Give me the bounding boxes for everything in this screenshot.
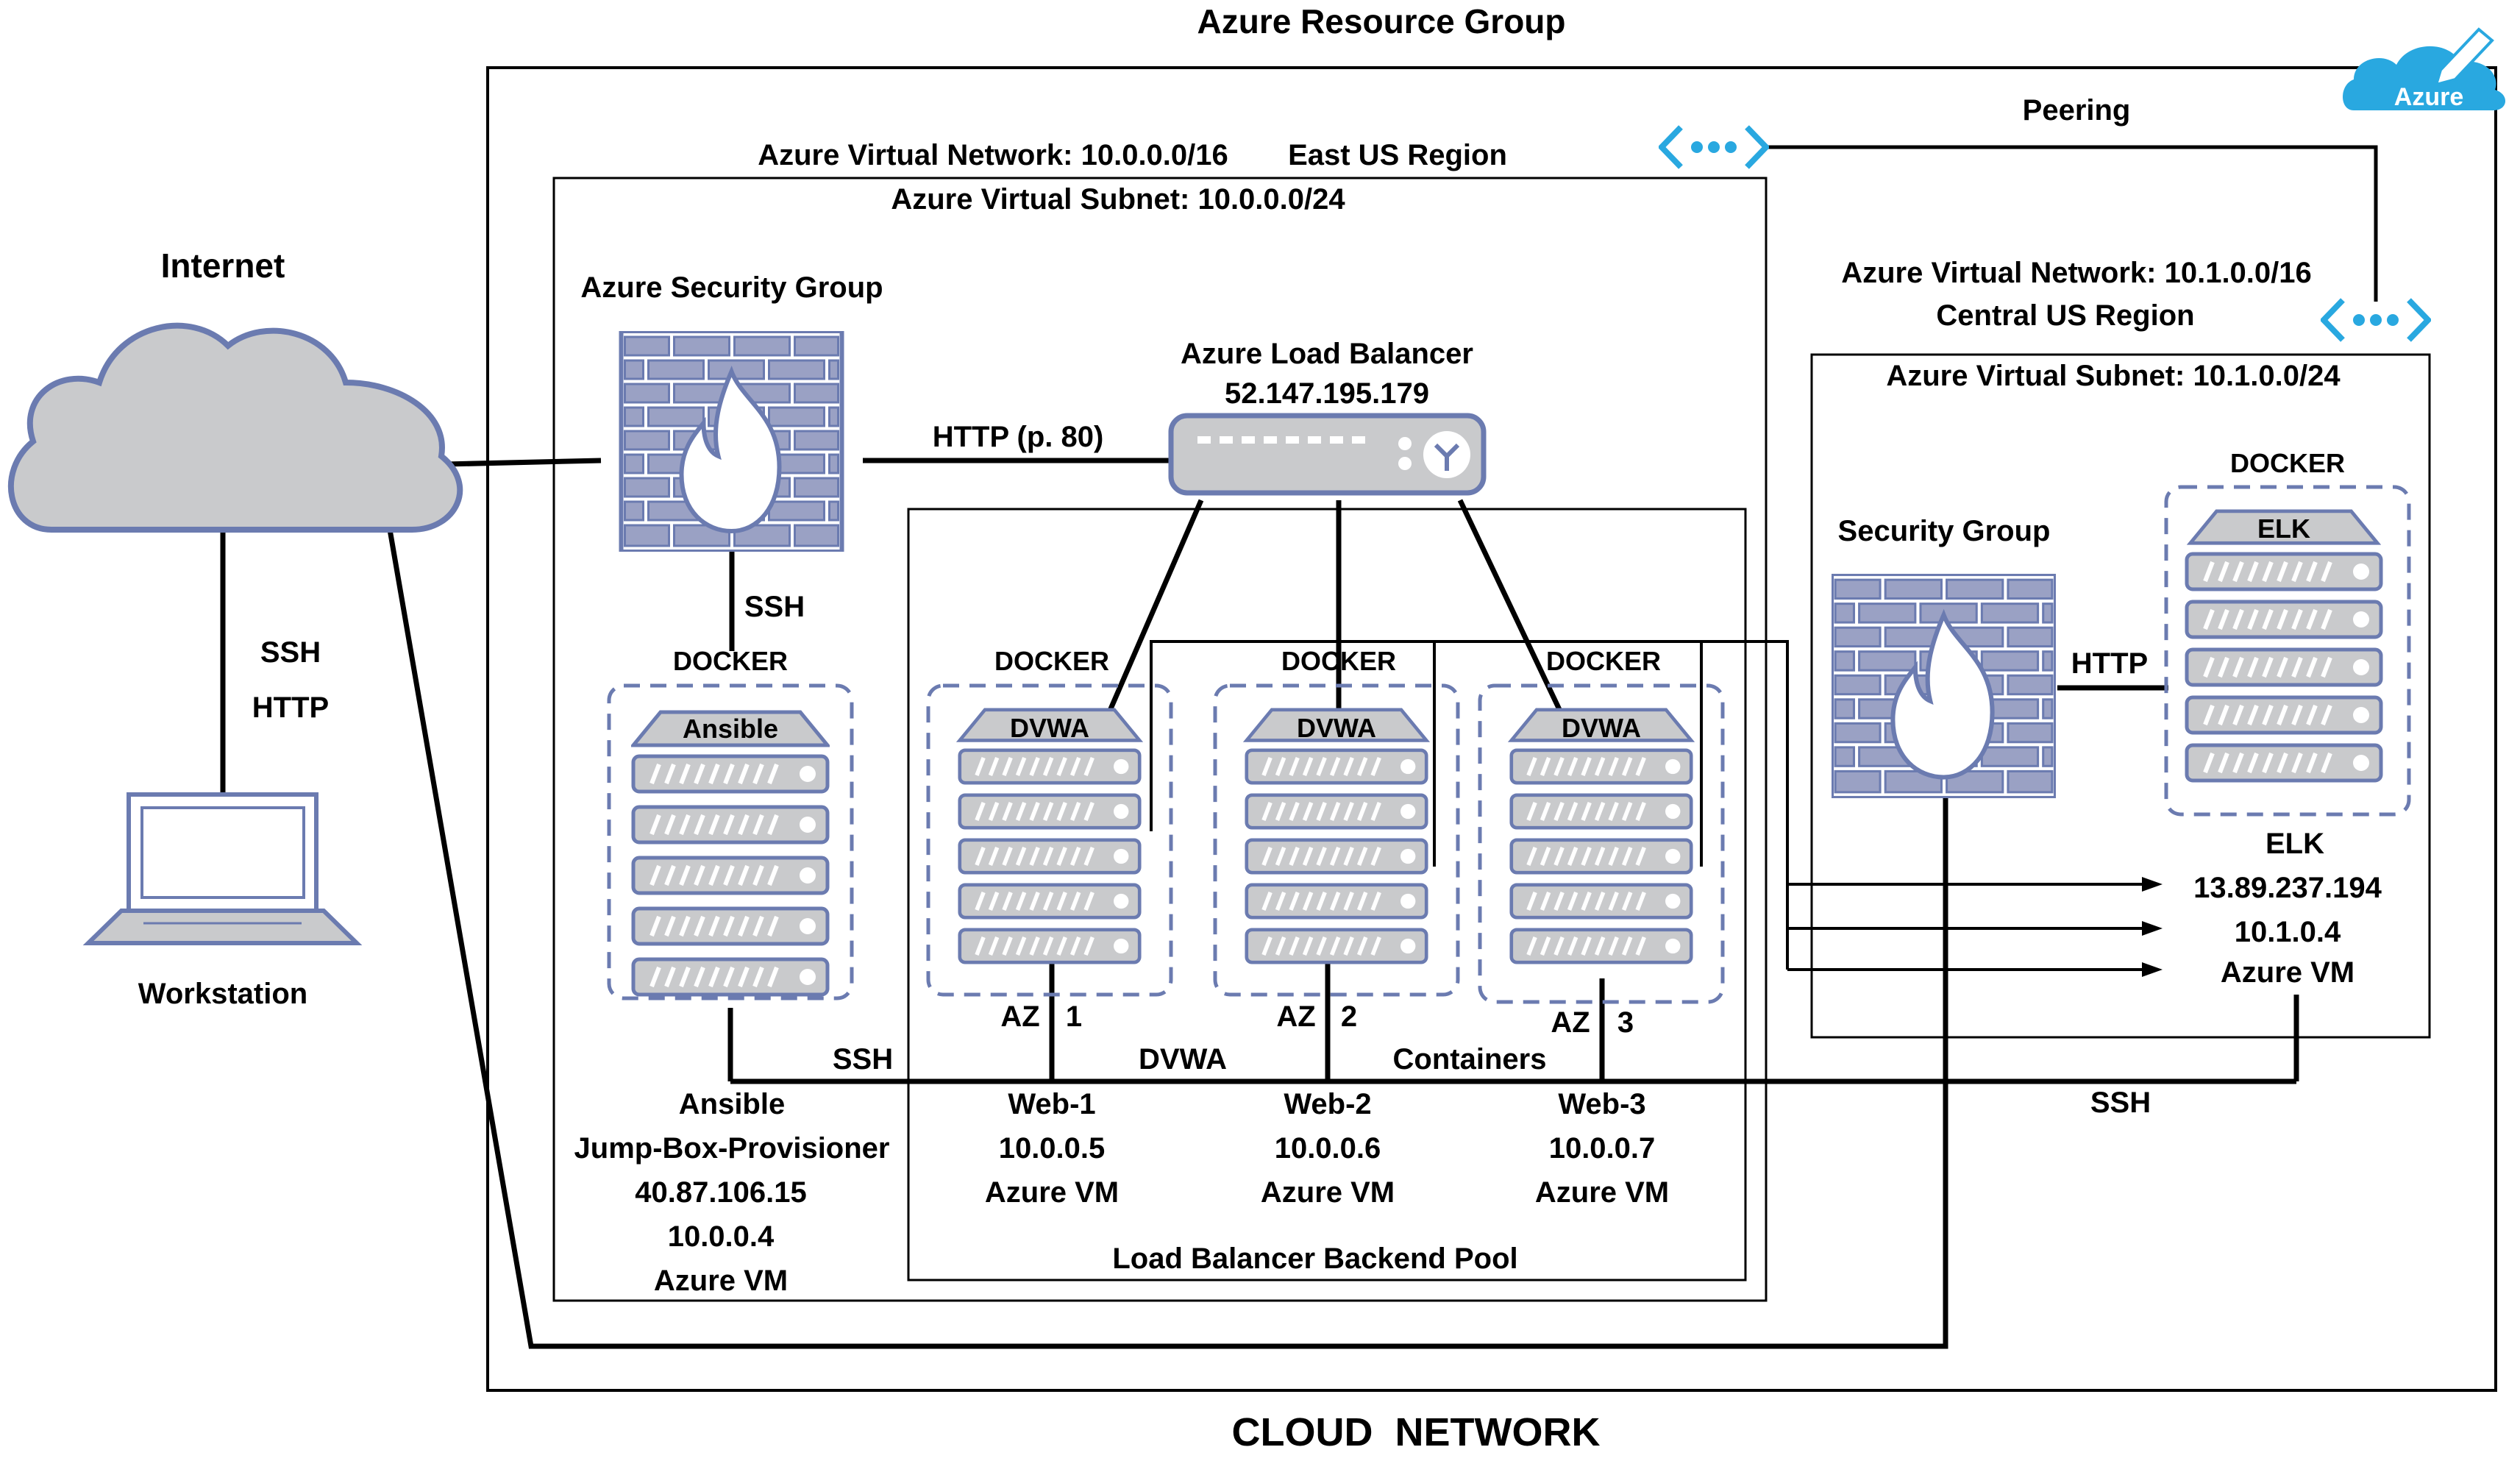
ssh-elk-label: SSH bbox=[2090, 1087, 2151, 1119]
azure-cloud-badge-icon bbox=[2343, 27, 2506, 110]
web3-name: Web-3 bbox=[1558, 1088, 1645, 1120]
web1-az-label: AZ bbox=[1000, 1000, 1039, 1033]
jumpbox-line-5: Azure VM bbox=[654, 1265, 788, 1297]
central-subnet-box bbox=[1810, 353, 2431, 1039]
http-port-80-label: HTTP (p. 80) bbox=[933, 421, 1104, 453]
central-subnet-title: Azure Virtual Subnet: 10.1.0.0/24 bbox=[1886, 360, 2341, 392]
web2-az-label: AZ bbox=[1276, 1000, 1315, 1033]
web3-ip: 10.0.0.7 bbox=[1549, 1132, 1656, 1165]
elk-name: ELK bbox=[2265, 828, 2324, 860]
web1-type: Azure VM bbox=[985, 1176, 1119, 1209]
web1-name: Web-1 bbox=[1008, 1088, 1095, 1120]
web3-az-number: 3 bbox=[1617, 1006, 1634, 1039]
resource-group-title: Azure Resource Group bbox=[1197, 2, 1566, 40]
web1-container-name: DVWA bbox=[1010, 713, 1089, 743]
backend-pool-box bbox=[907, 508, 1747, 1282]
load-balancer-icon bbox=[1168, 413, 1487, 496]
central-region-label: Central US Region bbox=[1936, 299, 2194, 332]
east-firewall-icon bbox=[622, 331, 842, 552]
internet-label: Internet bbox=[161, 246, 285, 285]
internet-cloud-icon bbox=[7, 322, 463, 533]
workstation-ssh-label: SSH bbox=[260, 636, 321, 669]
dvwa-bus-label: DVWA bbox=[1139, 1043, 1227, 1076]
footer-title: CLOUD NETWORK bbox=[1232, 1410, 1601, 1454]
azure-badge-label: Azure bbox=[2394, 83, 2463, 111]
docker-label-web1: DOCKER bbox=[994, 646, 1109, 676]
jumpbox-line-3: 40.87.106.15 bbox=[635, 1176, 807, 1209]
web2-az-number: 2 bbox=[1341, 1000, 1357, 1033]
web3-container-name: DVWA bbox=[1562, 713, 1641, 743]
web1-server-icon bbox=[960, 710, 1139, 962]
docker-label-elk: DOCKER bbox=[2230, 448, 2345, 478]
web3-server-icon bbox=[1512, 710, 1691, 962]
web2-name: Web-2 bbox=[1284, 1088, 1371, 1120]
web1-az-number: 1 bbox=[1066, 1000, 1082, 1033]
docker-containers bbox=[607, 485, 2411, 1004]
web2-ip: 10.0.0.6 bbox=[1275, 1132, 1381, 1165]
docker-label-jumpbox: DOCKER bbox=[673, 646, 788, 676]
central-firewall-icon bbox=[1832, 574, 2056, 798]
jumpbox-line-1: Ansible bbox=[679, 1088, 785, 1120]
web2-container-name: DVWA bbox=[1297, 713, 1376, 743]
ssh-bus-label: SSH bbox=[833, 1043, 893, 1076]
web1-ip: 10.0.0.5 bbox=[999, 1132, 1106, 1165]
jumpbox-container-name: Ansible bbox=[683, 714, 778, 744]
workstation-laptop-icon bbox=[82, 792, 363, 945]
east-vnet-title: Azure Virtual Network: 10.0.0.0/16 bbox=[758, 139, 1228, 171]
east-vnet-icon bbox=[1662, 127, 1766, 167]
elk-server-icon bbox=[2187, 511, 2381, 781]
central-vnet-icon bbox=[2324, 300, 2428, 340]
arrowheads bbox=[2142, 877, 2163, 977]
central-vnet-title: Azure Virtual Network: 10.1.0.0/16 bbox=[1841, 257, 2312, 289]
east-subnet-title: Azure Virtual Subnet: 10.0.0.0/24 bbox=[891, 183, 1345, 216]
elk-container-name: ELK bbox=[2257, 513, 2310, 544]
docker-label-web2: DOCKER bbox=[1281, 646, 1396, 676]
jumpbox-server-icon bbox=[633, 712, 827, 995]
workstation-http-label: HTTP bbox=[252, 692, 329, 724]
web2-type: Azure VM bbox=[1261, 1176, 1395, 1209]
http-elk-label: HTTP bbox=[2071, 647, 2148, 680]
load-balancer-ip: 52.147.195.179 bbox=[1225, 377, 1429, 410]
elk-public-ip: 13.89.237.194 bbox=[2193, 872, 2382, 904]
ssh-firewall-label: SSH bbox=[744, 591, 805, 623]
peering-label: Peering bbox=[2023, 94, 2131, 127]
elk-private-ip: 10.1.0.4 bbox=[2235, 916, 2341, 948]
web2-server-icon bbox=[1247, 710, 1426, 962]
web3-type: Azure VM bbox=[1535, 1176, 1669, 1209]
jumpbox-line-4: 10.0.0.4 bbox=[668, 1220, 775, 1253]
workstation-label: Workstation bbox=[138, 978, 307, 1010]
east-subnet-box bbox=[552, 177, 1768, 1302]
elk-type: Azure VM bbox=[2221, 956, 2355, 989]
resource-group-box bbox=[486, 66, 2497, 1392]
web3-az-label: AZ bbox=[1551, 1006, 1590, 1039]
docker-label-web3: DOCKER bbox=[1546, 646, 1661, 676]
backend-pool-label: Load Balancer Backend Pool bbox=[1112, 1243, 1517, 1275]
containers-bus-label: Containers bbox=[1393, 1043, 1547, 1076]
jumpbox-line-2: Jump-Box-Provisioner bbox=[574, 1132, 890, 1165]
east-region-label: East US Region bbox=[1288, 139, 1507, 171]
load-balancer-label: Azure Load Balancer bbox=[1181, 338, 1473, 370]
connections bbox=[220, 145, 2378, 1349]
central-security-group-label: Security Group bbox=[1838, 515, 2051, 547]
east-security-group-label: Azure Security Group bbox=[580, 271, 883, 304]
